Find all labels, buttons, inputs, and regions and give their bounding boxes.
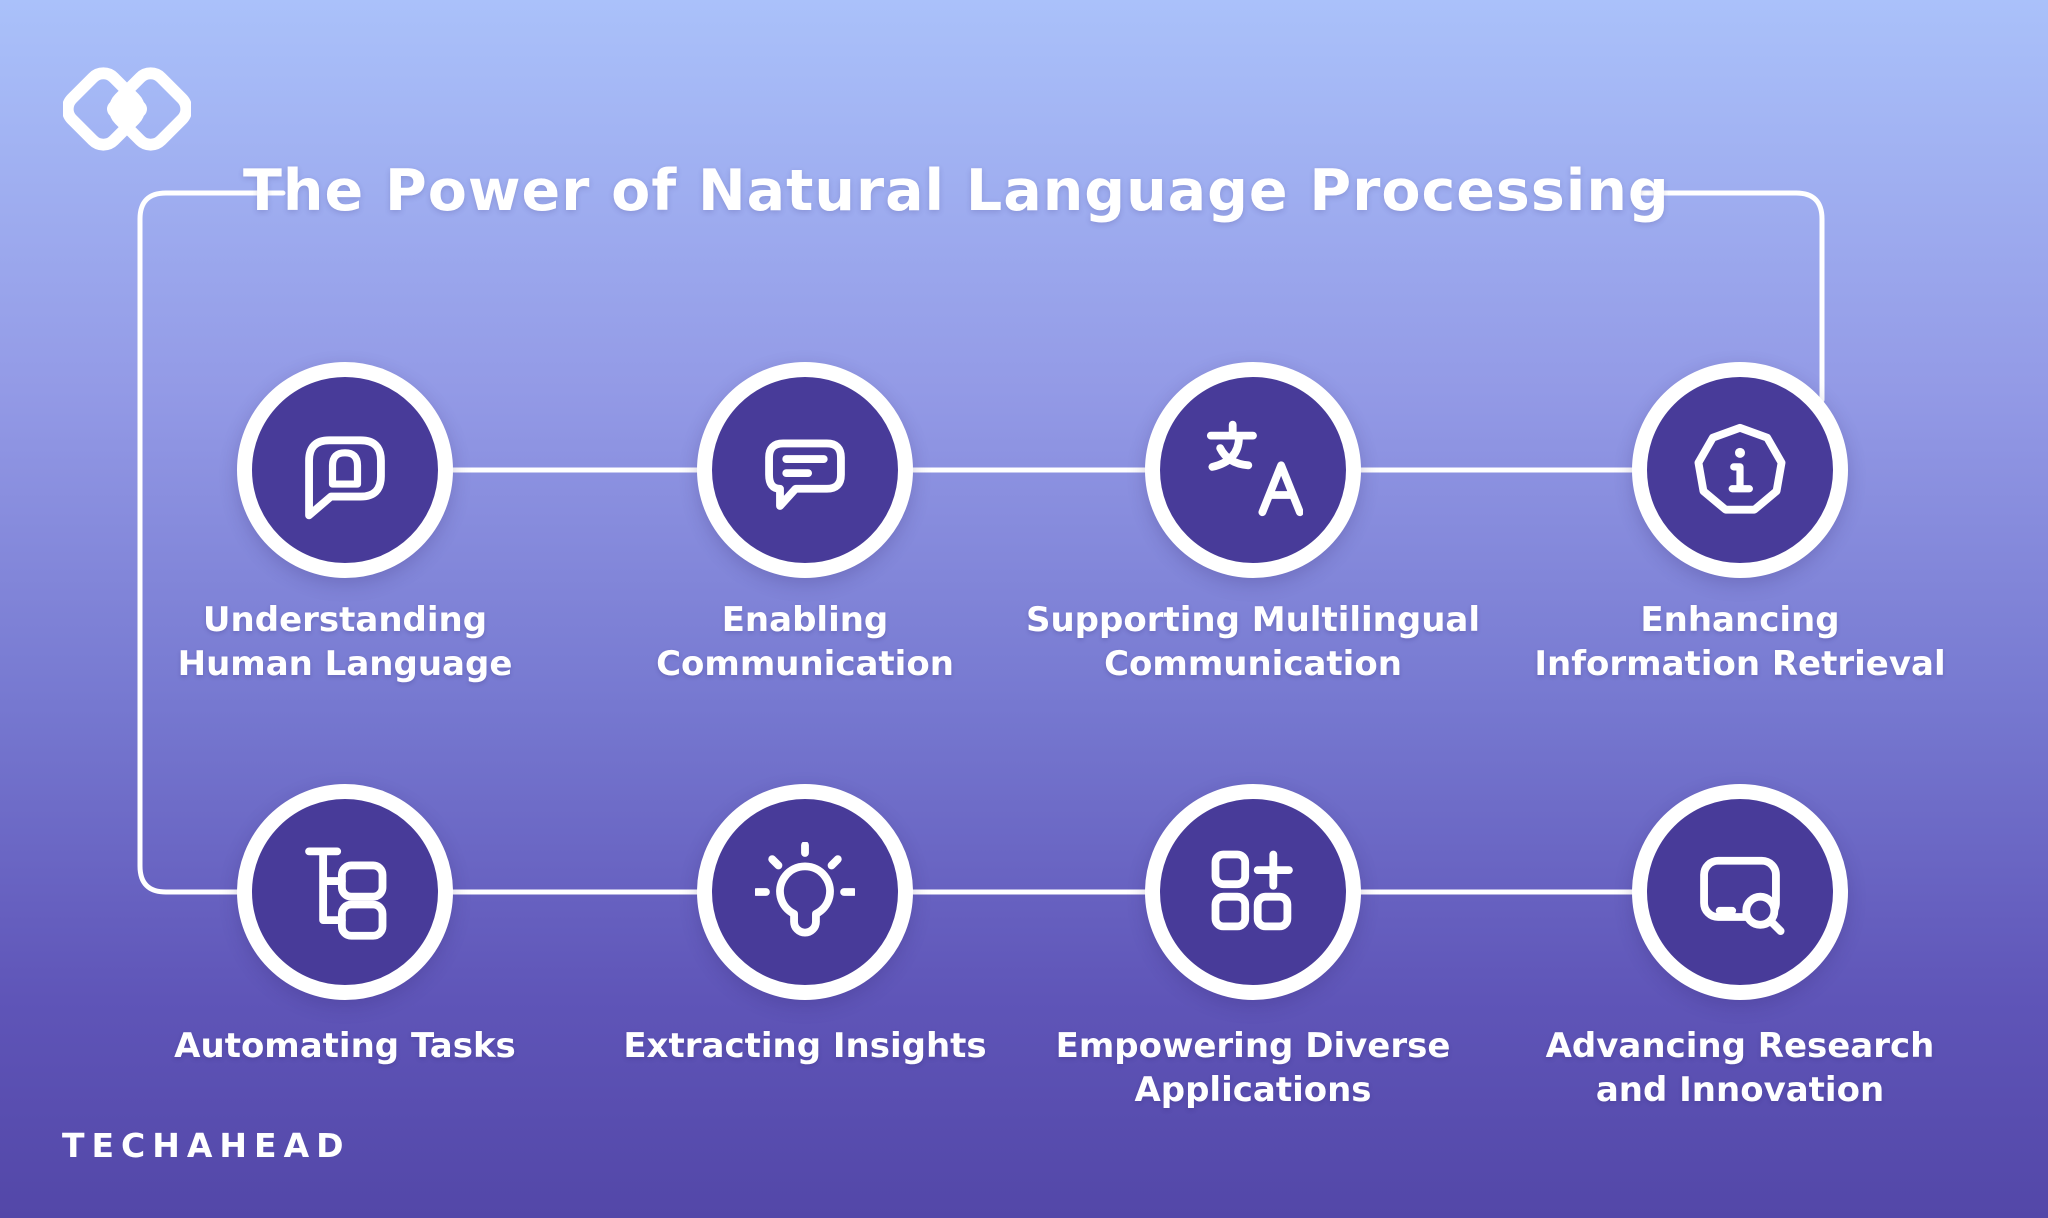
node-label: Automating Tasks [174,1026,516,1066]
flowchart-icon [237,784,453,1000]
chat-a-icon [237,362,453,578]
page-title: The Power of Natural Language Processing [243,158,1670,224]
window-search-icon [1632,784,1848,1000]
info-badge-icon [1632,362,1848,578]
lightbulb-icon [697,784,913,1000]
title-right-connector [1637,190,1825,403]
node-label: Extracting Insights [623,1026,987,1066]
techahead-wordmark: TECHAHEAD [62,1126,351,1165]
techahead-logo-icon [63,67,191,151]
apps-plus-icon [1145,784,1361,1000]
message-icon [697,362,913,578]
title-left-connector [137,190,286,895]
translate-icon [1145,362,1361,578]
